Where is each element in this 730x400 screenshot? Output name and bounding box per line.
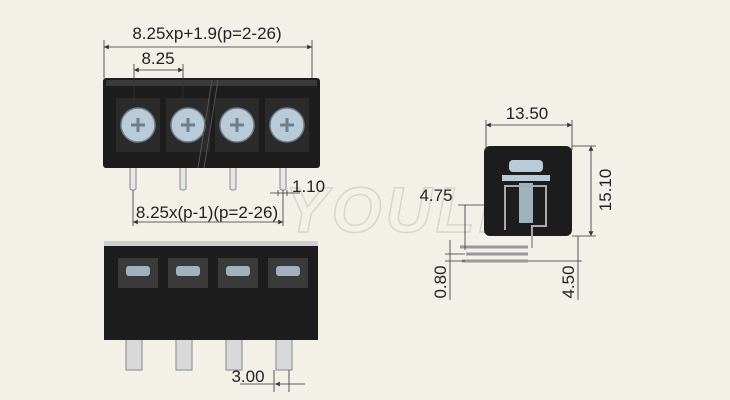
pin-span-dimension: 8.25x(p-1)(p=2-26) xyxy=(136,203,278,222)
depth-dimension: 13.50 xyxy=(506,104,549,123)
watermark-logo: YOULE xyxy=(285,174,525,246)
pin-spacing-dimension: 3.00 xyxy=(231,367,264,386)
pin-offset-dimension: 4.75 xyxy=(419,186,452,205)
front-view: 3.00 xyxy=(104,241,318,392)
top-view: 8.25xp+1.9(p=2-26) 8.25 1.10 8.25x(p-1)(… xyxy=(103,24,325,226)
side-view-pins xyxy=(460,245,528,263)
side-view: 13.50 15.10 4.75 0.80 4.50 xyxy=(419,104,615,300)
front-view-body xyxy=(104,241,318,340)
side-screw-icon xyxy=(509,160,543,172)
height-dimension: 15.10 xyxy=(596,169,615,212)
pitch-dimension: 8.25 xyxy=(141,49,174,68)
top-view-pins xyxy=(129,164,287,191)
pin-length-dimension: 4.50 xyxy=(559,265,578,298)
front-view-pins xyxy=(125,337,293,371)
pin-thickness-dimension: 0.80 xyxy=(431,265,450,298)
overall-width-dimension: 8.25xp+1.9(p=2-26) xyxy=(132,24,281,43)
pin-width-dimension: 1.10 xyxy=(292,177,325,196)
